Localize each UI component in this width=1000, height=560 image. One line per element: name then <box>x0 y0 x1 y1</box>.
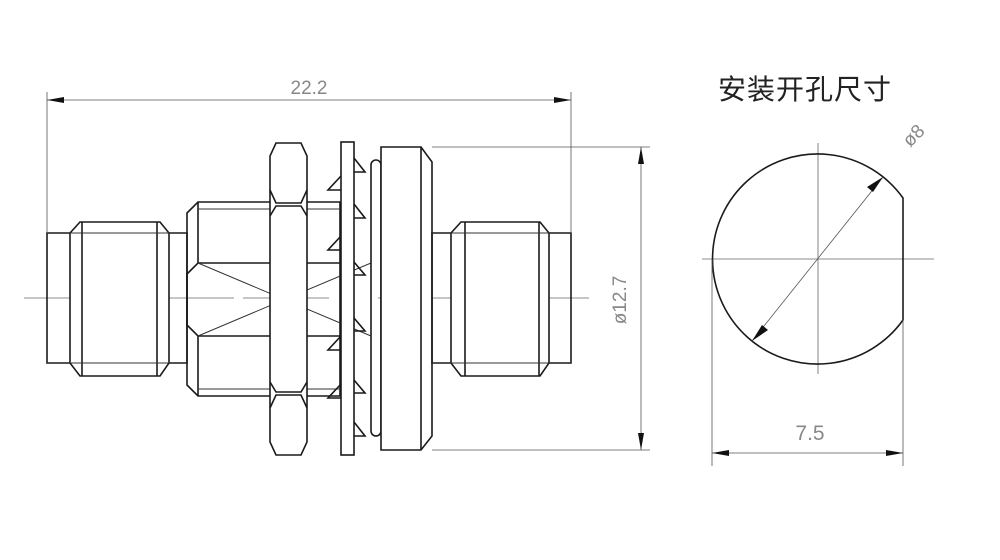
connector-side-view: 22.2 ø12.7 <box>24 78 650 456</box>
flange-diameter-dimension: ø12.7 <box>432 146 650 451</box>
mounting-hole-view: ø8 7.5 <box>702 121 934 466</box>
flange <box>380 146 433 451</box>
overall-length-label: 22.2 <box>291 78 328 99</box>
right-coupling-tube <box>431 221 572 377</box>
lock-washer <box>326 141 367 456</box>
flat-width-label: 7.5 <box>795 422 824 445</box>
hole-diameter-label: ø8 <box>899 121 930 152</box>
hex-nut <box>269 142 308 456</box>
overall-length-dimension: 22.2 <box>46 78 572 233</box>
d-hole-outline <box>711 153 904 365</box>
mounting-hole-title: 安装开孔尺寸 <box>718 73 893 106</box>
left-coupling-tube <box>46 221 188 377</box>
flange-diameter-label: ø12.7 <box>610 276 631 325</box>
